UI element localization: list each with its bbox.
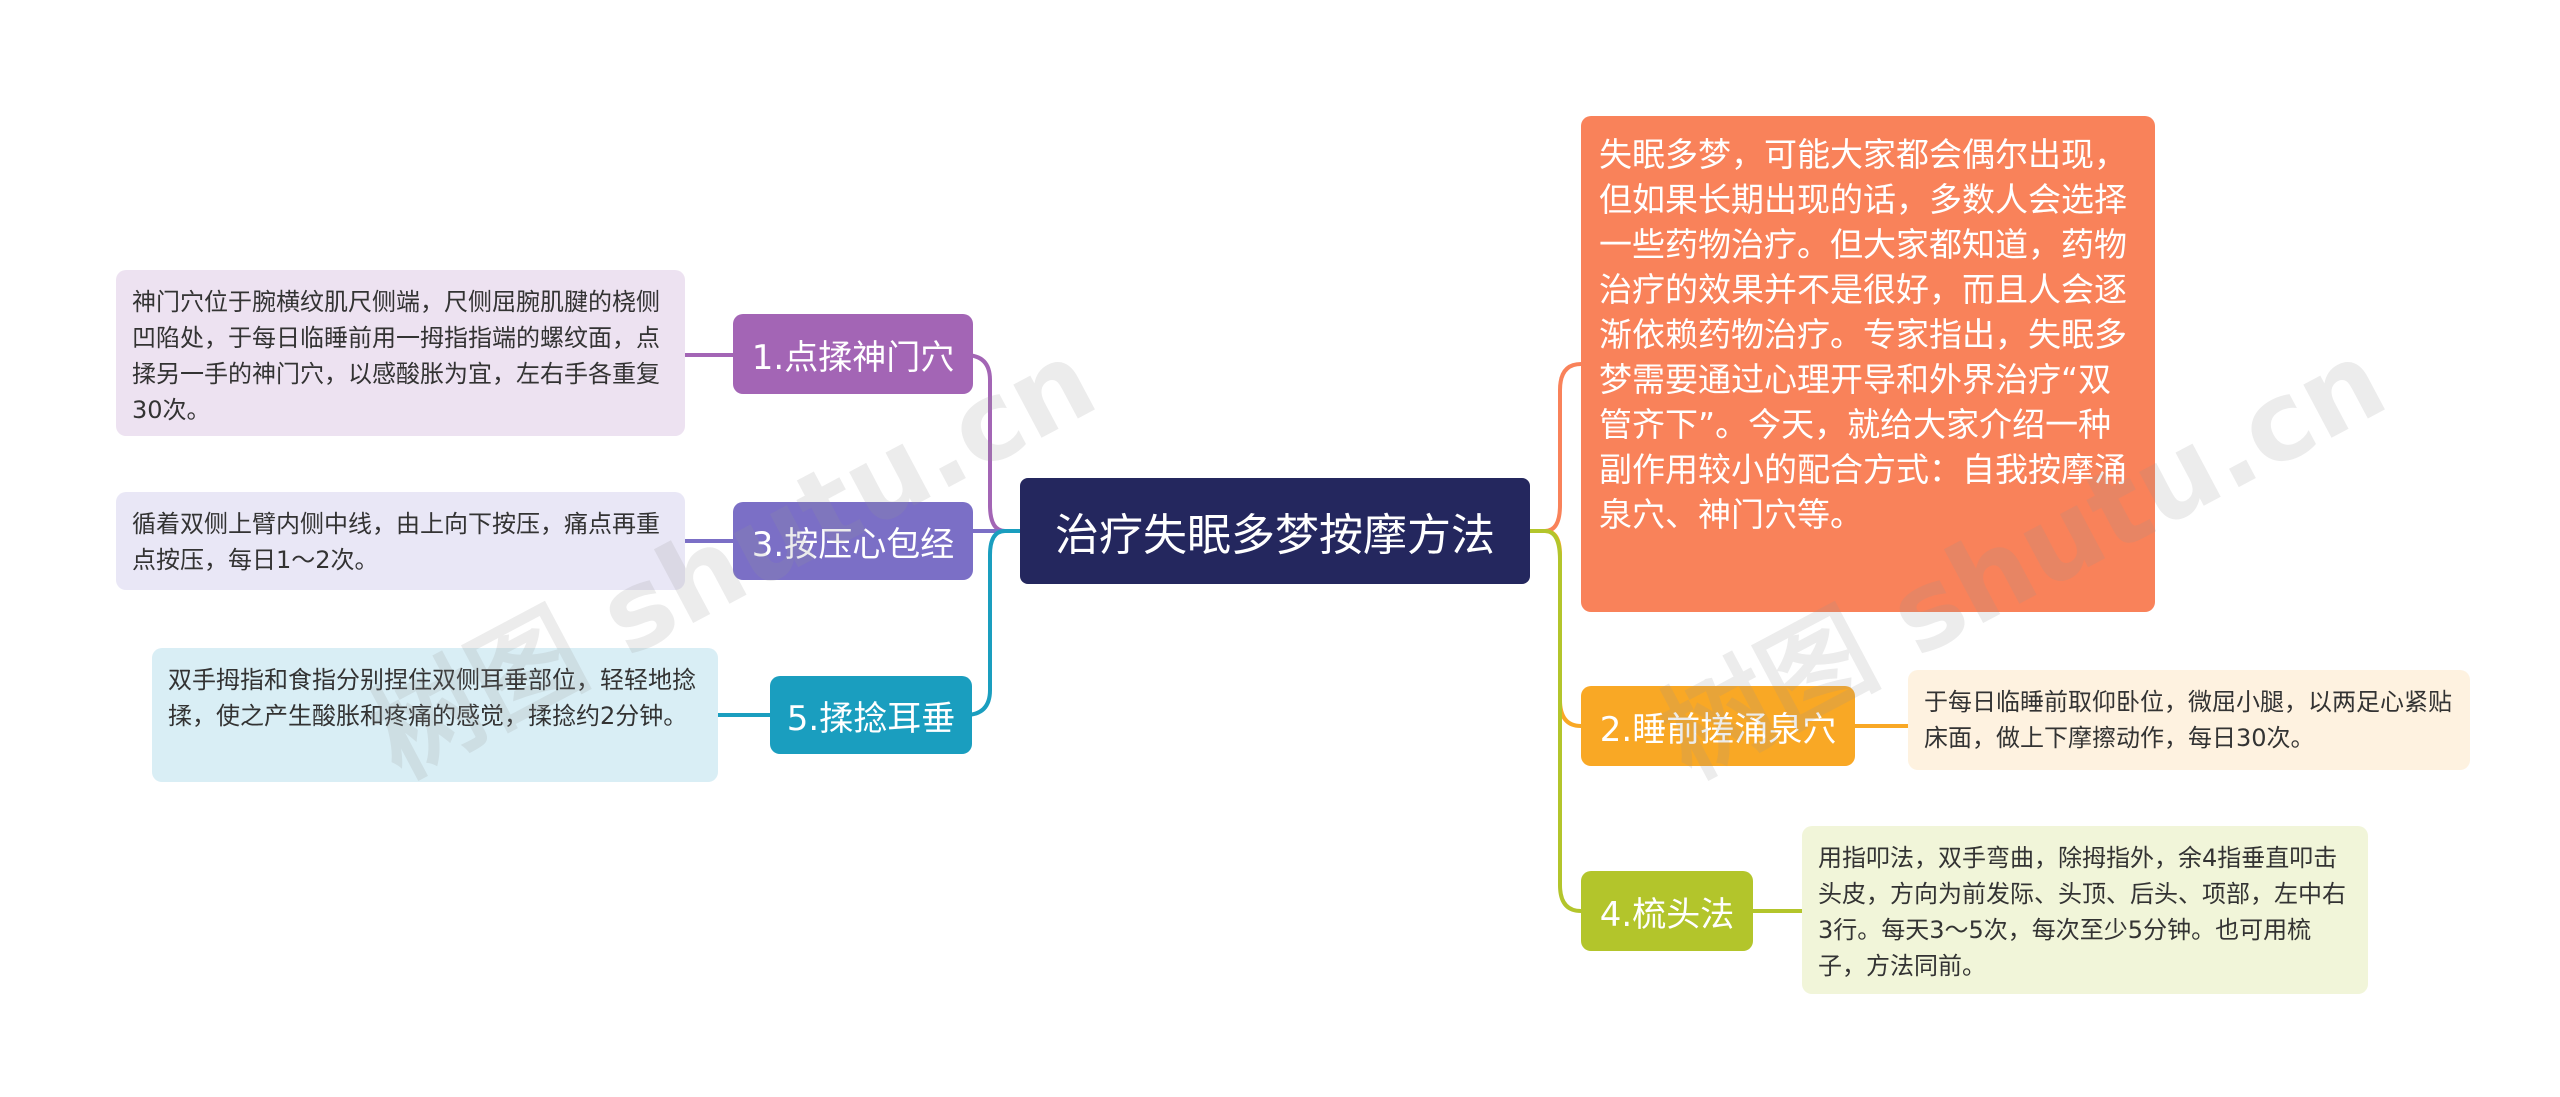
connector-b2	[1530, 529, 1582, 728]
central-topic[interactable]: 治疗失眠多梦按摩方法	[1020, 478, 1530, 584]
branch-3-note: 循着双侧上臂内侧中线，由上向下按压，痛点再重点按压，每日1～2次。	[116, 492, 685, 590]
branch-2-note: 于每日临睡前取仰卧位，微屈小腿，以两足心紧贴床面，做上下摩擦动作，每日30次。	[1908, 670, 2470, 770]
connector-intro	[1530, 362, 1582, 533]
branch-4-note: 用指叩法，双手弯曲，除拇指外，余4指垂直叩击头皮，方向为前发际、头顶、后头、项部…	[1802, 826, 2368, 994]
connector-b5	[964, 529, 1020, 717]
connector-b1	[964, 353, 1020, 533]
branch-1[interactable]: 1.点揉神门穴	[733, 314, 973, 394]
intro-text: 失眠多梦，可能大家都会偶尔出现，但如果长期出现的话，多数人会选择一些药物治疗。但…	[1581, 116, 2155, 612]
branch-3[interactable]: 3.按压心包经	[733, 502, 973, 580]
branch-4[interactable]: 4.梳头法	[1581, 871, 1753, 951]
branch-5[interactable]: 5.揉捻耳垂	[770, 676, 972, 754]
branch-1-note: 神门穴位于腕横纹肌尺侧端，尺侧屈腕肌腱的桡侧凹陷处，于每日临睡前用一拇指指端的螺…	[116, 270, 685, 436]
branch-5-note: 双手拇指和食指分别捏住双侧耳垂部位，轻轻地捻揉，使之产生酸胀和疼痛的感觉，揉捻约…	[152, 648, 718, 782]
branch-2[interactable]: 2.睡前搓涌泉穴	[1581, 686, 1855, 766]
connector-b4	[1530, 529, 1582, 913]
